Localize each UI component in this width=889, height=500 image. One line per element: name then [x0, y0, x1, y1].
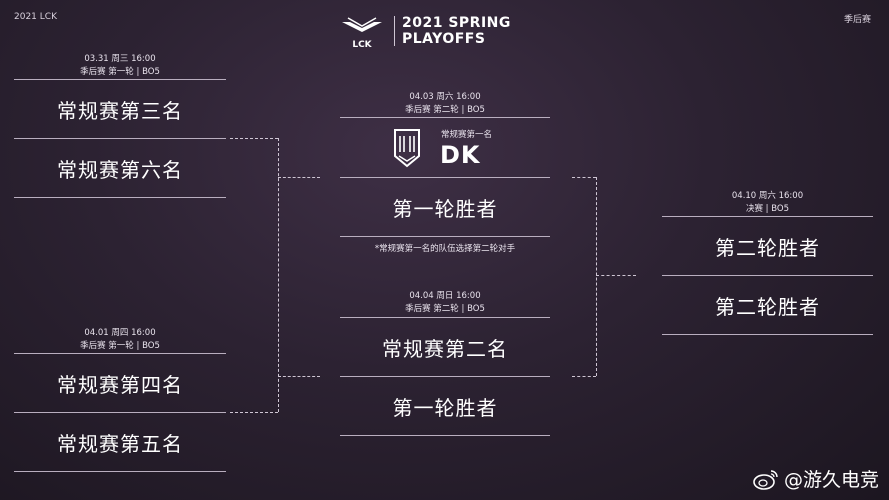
divider: [340, 376, 550, 377]
final-time: 04.10 周六 16:00: [731, 191, 804, 201]
slot-round1b-bottom: 常规赛第五名: [57, 432, 183, 456]
seed-label: 常规赛第一名: [441, 130, 493, 140]
connector: [278, 376, 320, 377]
divider: [14, 197, 226, 198]
divider: [14, 412, 226, 413]
logo-text: LCK: [352, 40, 372, 50]
dk-emblem-icon: [394, 129, 420, 168]
divider: [14, 79, 226, 80]
title-line-2: PLAYOFFS: [402, 31, 486, 47]
divider: [14, 138, 226, 139]
final-info: 04.10 周六 16:00 决赛 | BO5: [662, 190, 873, 216]
divider: [340, 435, 550, 436]
connector: [596, 275, 636, 276]
stage-label: 季后赛: [843, 15, 871, 25]
round2b-stage: 季后赛 第二轮 | BO5: [405, 304, 485, 314]
connector: [572, 177, 596, 178]
connector: [278, 138, 279, 412]
slot-round1b-top: 常规赛第四名: [57, 373, 183, 397]
divider: [340, 236, 550, 237]
title-line-1: 2021 SPRING: [402, 15, 511, 31]
connector: [230, 138, 278, 139]
connector: [278, 177, 320, 178]
page-title: 2021 SPRING PLAYOFFS: [402, 15, 511, 47]
slot-round2b-top: 常规赛第二名: [382, 337, 508, 361]
weibo-icon: [753, 469, 778, 490]
round1b-info: 04.01 周四 16:00 季后赛 第一轮 | BO5: [14, 327, 226, 353]
round2a-stage: 季后赛 第二轮 | BO5: [405, 105, 485, 115]
round1b-stage: 季后赛 第一轮 | BO5: [80, 341, 160, 351]
connector: [230, 412, 278, 413]
divider: [662, 216, 873, 217]
divider: [14, 353, 226, 354]
slot-final-bottom: 第二轮胜者: [715, 295, 820, 319]
round1b-time: 04.01 周四 16:00: [84, 328, 156, 338]
divider: [340, 317, 550, 318]
round1a-stage: 季后赛 第一轮 | BO5: [80, 67, 160, 77]
connector: [596, 177, 597, 376]
divider: [662, 334, 873, 335]
slot-round2b-bottom: 第一轮胜者: [392, 396, 498, 420]
round1a-time: 03.31 周三 16:00: [84, 54, 156, 64]
divider: [662, 275, 873, 276]
slot-round1a-top: 常规赛第三名: [57, 99, 183, 123]
slot-round1a-bottom: 常规赛第六名: [57, 158, 183, 182]
final-stage: 决赛 | BO5: [745, 204, 790, 214]
watermark: @游久电竞: [752, 465, 879, 492]
round2a-time: 04.03 周六 16:00: [409, 92, 481, 102]
watermark-text: @游久电竞: [783, 469, 879, 491]
divider: [340, 177, 550, 178]
season-label: 2021 LCK: [14, 12, 57, 22]
lck-logo-icon: LCK: [342, 17, 382, 50]
team-name: DK: [440, 141, 481, 169]
round2b-time: 04.04 周日 16:00: [409, 291, 481, 301]
round2a-info: 04.03 周六 16:00 季后赛 第二轮 | BO5: [340, 91, 550, 117]
header-divider: [394, 16, 395, 46]
header: LCK 2021 SPRING PLAYOFFS: [340, 14, 560, 54]
slot-final-top: 第二轮胜者: [715, 236, 820, 260]
divider: [340, 117, 550, 118]
selection-note: *常规赛第一名的队伍选择第二轮对手: [374, 244, 516, 254]
team-dk: 常规赛第一名 DK: [340, 124, 550, 176]
divider: [14, 471, 226, 472]
round2b-info: 04.04 周日 16:00 季后赛 第二轮 | BO5: [340, 290, 550, 316]
slot-round2a-bottom: 第一轮胜者: [392, 197, 498, 221]
connector: [572, 376, 596, 377]
round1a-info: 03.31 周三 16:00 季后赛 第一轮 | BO5: [14, 53, 226, 79]
